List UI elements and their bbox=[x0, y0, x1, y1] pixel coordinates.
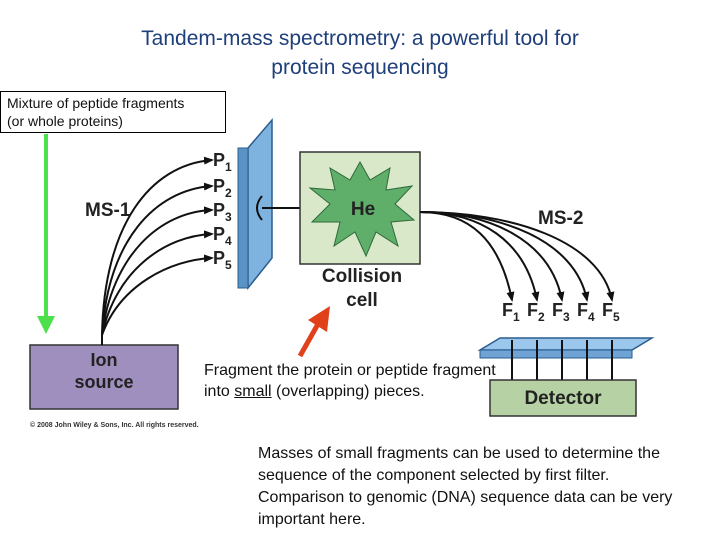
ion-source: Ion source bbox=[29, 344, 179, 410]
p3-label: P3 bbox=[213, 200, 232, 224]
title-line-2: protein sequencing bbox=[271, 56, 449, 79]
detector-label: Detector bbox=[524, 388, 602, 409]
collision-cell: He Collision cell bbox=[299, 151, 421, 311]
mixture-label-line-1: Mixture of peptide fragments bbox=[7, 95, 185, 111]
trajectory-p5 bbox=[101, 254, 214, 336]
f3-label: F3 bbox=[552, 300, 570, 324]
fragmentation-note: Fragment the protein or peptide fragment… bbox=[204, 360, 504, 402]
p4-label: P4 bbox=[213, 224, 232, 248]
collision-burst bbox=[308, 160, 416, 258]
peptide-labels: P1 P2 P3 P4 P5 bbox=[213, 150, 232, 272]
title-line-1: Tandem-mass spectrometry: a powerful too… bbox=[141, 27, 579, 50]
fragmentation-note-text-2: (overlapping) pieces. bbox=[271, 383, 425, 400]
f2-label: F2 bbox=[527, 300, 545, 324]
f4-label: F4 bbox=[577, 300, 595, 324]
collision-cell-label-1: Collision bbox=[322, 266, 402, 287]
f1-label: F1 bbox=[502, 300, 520, 324]
fragmentation-note-text-1: Fragment the protein or peptide fragment… bbox=[204, 362, 496, 400]
ion-source-label-1: Ion bbox=[91, 350, 118, 370]
p2-label: P2 bbox=[213, 176, 232, 200]
detector: Detector bbox=[477, 337, 655, 417]
collision-cell-label-2: cell bbox=[346, 290, 378, 311]
ms2-trajectories bbox=[419, 211, 615, 302]
trajectory-p2 bbox=[101, 182, 214, 336]
trajectory-p1 bbox=[101, 156, 214, 336]
mixture-label-line-2: (or whole proteins) bbox=[7, 113, 123, 129]
trajectory-f5 bbox=[419, 211, 615, 302]
green-arrow bbox=[37, 134, 55, 334]
red-arrow bbox=[297, 306, 330, 358]
ion-source-label-2: source bbox=[74, 372, 133, 392]
trajectory-p3 bbox=[101, 206, 214, 336]
fragment-labels: F1 F2 F3 F4 F5 bbox=[502, 300, 620, 324]
sequence-note: Masses of small fragments can be used to… bbox=[258, 445, 673, 528]
copyright-text: © 2008 John Wiley & Sons, Inc. All right… bbox=[30, 421, 199, 429]
trajectory-p4 bbox=[101, 230, 214, 336]
detector-plate bbox=[477, 337, 655, 351]
slide-title: Tandem-mass spectrometry: a powerful too… bbox=[60, 24, 660, 82]
fragmentation-note-underlined: small bbox=[234, 383, 272, 400]
detector-box bbox=[489, 379, 637, 417]
f5-label: F5 bbox=[602, 300, 620, 324]
mass-filter-plate bbox=[237, 117, 273, 291]
gas-label: He bbox=[351, 199, 375, 220]
ms2-label: MS-2 bbox=[538, 208, 583, 229]
p1-label: P1 bbox=[213, 150, 232, 174]
p5-label: P5 bbox=[213, 248, 232, 272]
ms1-label: MS-1 bbox=[85, 200, 131, 221]
mixture-label-box: Mixture of peptide fragments (or whole p… bbox=[0, 91, 226, 133]
ms1-trajectories bbox=[101, 156, 214, 345]
